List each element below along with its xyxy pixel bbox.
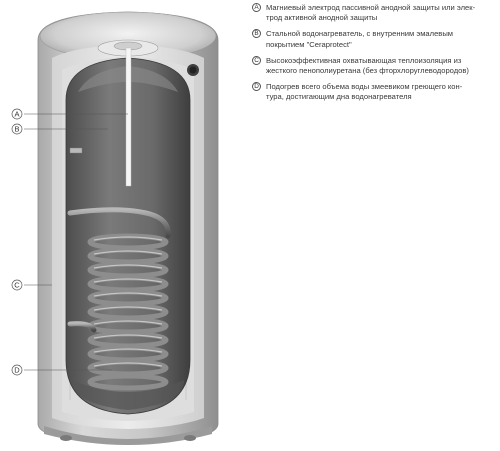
legend-marker-d: D [252,82,261,92]
svg-text:C: C [14,281,20,290]
legend-text-b-line-1: Стальной водонагреватель, с внутренним э… [266,29,454,39]
legend-text-d-line-1: Подогрев всего объема воды змеевиком гре… [266,82,463,92]
legend-text-d-line-2: тура, достигающим дна водонагревателя [266,92,412,102]
magnesium-anode [125,47,132,187]
legend: A Магниевый электрод пассивной анодной з… [252,3,498,109]
svg-text:D: D [14,366,20,375]
legend-item-d: D Подогрев всего объема воды змеевиком г… [252,82,498,102]
legend-text-a-line-2: трод активной анодной защиты [266,13,378,23]
legend-item-a: A Магниевый электрод пассивной анодной з… [252,3,498,23]
svg-text:A: A [14,110,19,119]
callout-b: B [11,123,23,135]
callout-d: D [11,364,23,376]
legend-text-b-line-2: покрытием "Ceraprotect" [266,39,352,49]
legend-item-b: B Стальной водонагреватель, с внутренним… [252,29,498,49]
legend-item-c: C Высокоэффективная охватывающая теплоиз… [252,55,498,76]
base [44,426,212,445]
legend-marker-c: C [252,55,261,65]
legend-text-a-line-1: Магниевый электрод пассивной анодной защ… [266,3,476,12]
legend-marker-a: A [252,3,261,12]
legend-text-c-line-2: жесткого пенополиуретана (без фторхлоруг… [266,66,469,76]
callout-leaders [24,113,128,371]
callout-c: C [11,279,23,291]
callout-a: A [11,108,23,120]
legend-marker-b: B [252,29,261,39]
svg-text:B: B [14,125,19,134]
legend-text-c-line-1: Высокоэффективная охватывающая теплоизол… [266,55,462,65]
side-socket-top [187,64,199,76]
heating-coil [67,207,171,391]
upper-pipe-left [69,147,83,154]
